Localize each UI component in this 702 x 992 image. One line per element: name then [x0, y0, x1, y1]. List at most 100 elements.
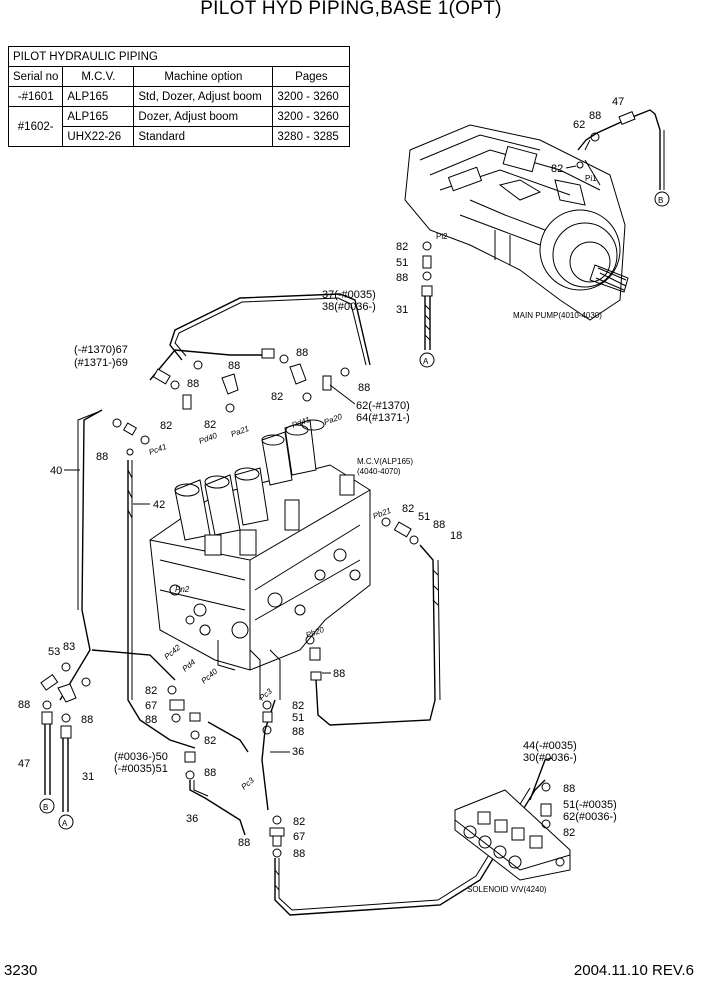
port-pd4: Pd4 — [181, 657, 198, 673]
callout-53: 53 — [48, 646, 60, 658]
mcv-label-2: (4040-4070) — [357, 467, 401, 476]
port-pa21: Pa21 — [230, 424, 251, 439]
callout-67-top: (-#1370)67 — [74, 344, 128, 356]
cell-serial: #1602- — [7, 106, 64, 147]
cell-option: Dozer, Adjust boom — [133, 106, 274, 127]
mcv-top-fittings — [112, 360, 350, 456]
pump-hose-b — [576, 109, 670, 207]
lower-left-hoses — [39, 662, 91, 830]
callout-42: 42 — [153, 499, 165, 511]
callout-47-bottom: 47 — [18, 758, 30, 770]
callout-38: 38(#0036-) — [322, 301, 376, 313]
callout-69: (#1371-)69 — [74, 357, 128, 369]
page-number: 3230 — [4, 962, 38, 979]
cell-serial: -#1601 — [7, 86, 64, 107]
callout-88-lc: 88 — [238, 837, 250, 849]
header-serial: Serial no — [7, 66, 64, 87]
callout-51-sv: 51(-#0035) — [563, 799, 617, 811]
callout-88-r: 88 — [433, 519, 445, 531]
solenoid-label: SOLENOID V/V(4240) — [467, 885, 547, 894]
port-pd40: Pd40 — [198, 431, 219, 446]
callout-36-m3: 36 — [292, 746, 304, 758]
callout-31-bottom: 31 — [82, 771, 94, 783]
callout-51-r: 51 — [418, 511, 430, 523]
page-title: PILOT HYD PIPING,BASE 1(OPT) — [200, 0, 502, 19]
callout-67-lc: 67 — [293, 831, 305, 843]
pump-port-pi1: Pi1 — [585, 174, 597, 183]
callout-88-m1: 88 — [145, 714, 157, 726]
port-pc42: Pc42 — [163, 643, 183, 662]
cell-pages: 3280 - 3285 — [272, 126, 351, 147]
cell-pages: 3200 - 3260 — [272, 86, 351, 107]
callout-82-top: 82 — [551, 163, 563, 175]
port-pc40: Pc40 — [200, 667, 220, 686]
callout-88-sv: 88 — [563, 783, 575, 795]
callout-82-m2: 82 — [204, 735, 216, 747]
callout-88-lc2: 88 — [293, 848, 305, 860]
callout-88-d: 88 — [187, 378, 199, 390]
port-pc41: Pc41 — [148, 442, 168, 457]
port-pa20: Pa20 — [323, 412, 344, 427]
callout-62a: 62(-#1370) — [356, 400, 410, 412]
left-hoses — [59, 409, 196, 749]
callout-51-m3: 51 — [292, 712, 304, 724]
callout-88-ll: 88 — [18, 699, 30, 711]
connector-a-top: A — [423, 357, 429, 366]
callout-82-b: 82 — [204, 419, 216, 431]
date-revision: 2004.11.10 REV.6 — [573, 962, 694, 979]
callout-67-m: 67 — [145, 700, 157, 712]
callout-64: 64(#1371-) — [356, 412, 410, 424]
callout-82-sv: 82 — [563, 827, 575, 839]
callout-82-r: 82 — [402, 503, 414, 515]
callout-88-e: 88 — [96, 451, 108, 463]
callout-88-r2: 88 — [333, 668, 345, 680]
callout-82-m3: 82 — [292, 700, 304, 712]
top-hose — [149, 293, 371, 381]
connector-a-bottom: A — [62, 819, 68, 828]
pump-hose-a — [419, 241, 435, 368]
pilot-piping-table: PILOT HYDRAULIC PIPING Serial no M.C.V. … — [7, 46, 351, 147]
callout-44: 44(-#0035) — [523, 740, 577, 752]
callout-82-pump: 82 — [396, 241, 408, 253]
pump-port-pi2: Pi2 — [436, 232, 448, 241]
main-pump — [404, 124, 629, 321]
cell-option: Standard — [133, 126, 274, 147]
callout-88-top: 88 — [589, 110, 601, 122]
callout-82-c: 82 — [160, 420, 172, 432]
callout-40: 40 — [50, 465, 62, 477]
solenoid-valve — [454, 757, 571, 881]
right-hose — [309, 517, 441, 726]
mid-lower-fittings — [167, 685, 276, 836]
connector-b-top: B — [658, 196, 663, 205]
callout-31-pump: 31 — [396, 304, 408, 316]
callout-88-a: 88 — [228, 360, 240, 372]
callout-36-m: 36 — [186, 813, 198, 825]
table-row: UHX22-26 Standard 3280 - 3285 — [9, 126, 351, 147]
callout-37: 37(-#0035) — [322, 289, 376, 301]
connector-b-bottom: B — [43, 803, 48, 812]
cell-option: Std, Dozer, Adjust boom — [133, 86, 274, 107]
callout-62-sv: 62(#0036-) — [563, 811, 617, 823]
lower-center-stack — [269, 779, 546, 916]
callout-82-lc: 82 — [293, 816, 305, 828]
callout-30: 30(#0036-) — [523, 752, 577, 764]
callout-18: 18 — [450, 530, 462, 542]
callout-88-ll2: 88 — [81, 714, 93, 726]
table-header-row: Serial no M.C.V. Machine option Pages — [7, 66, 351, 87]
port-pb21: Pb21 — [372, 506, 393, 521]
callout-88-pump: 88 — [396, 272, 408, 284]
callout-62-top: 62 — [573, 119, 585, 131]
callout-88-m2: 88 — [204, 767, 216, 779]
callout-82-a: 82 — [271, 391, 283, 403]
callout-88-b: 88 — [296, 347, 308, 359]
callout-51-m: (-#0035)51 — [114, 763, 168, 775]
callout-51-pump: 51 — [396, 257, 408, 269]
callout-83: 83 — [63, 641, 75, 653]
mcv-block — [149, 419, 371, 700]
mcv-label-1: M.C.V(ALP165) — [357, 457, 413, 466]
callout-50: (#0036-)50 — [114, 751, 168, 763]
main-pump-label: MAIN PUMP(4010-4030) — [513, 311, 602, 320]
callout-82-m1: 82 — [145, 685, 157, 697]
callout-88-c: 88 — [358, 382, 370, 394]
